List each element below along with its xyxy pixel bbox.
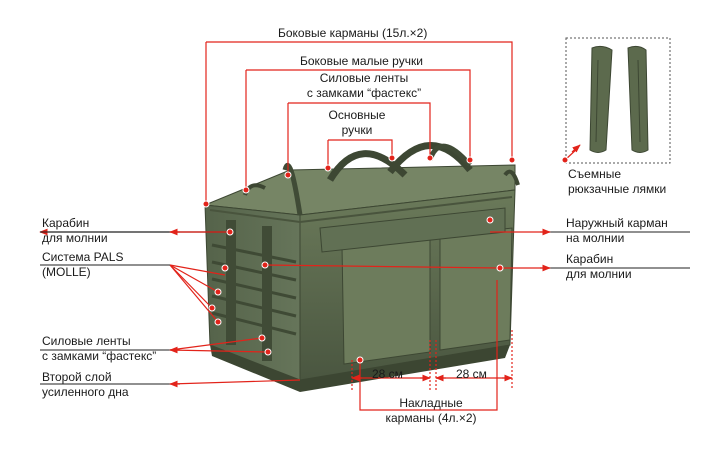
straps-inset-frame bbox=[565, 37, 671, 164]
label-main-handles: Основные ручки bbox=[328, 108, 386, 137]
label-baselines bbox=[40, 231, 690, 385]
label-dimension-right: 28 см bbox=[456, 367, 487, 381]
leader-lines bbox=[39, 41, 579, 411]
arrowheads bbox=[169, 144, 581, 388]
bag-body bbox=[204, 142, 520, 392]
label-outer-zip-pocket: Наружный карман на молнии bbox=[566, 216, 668, 245]
label-side-pockets: Боковые карманы (15л.×2) bbox=[278, 26, 428, 40]
removable-straps-illustration bbox=[589, 45, 649, 153]
label-zipper-carabiner-left: Карабин для молнии bbox=[42, 216, 108, 245]
label-side-small-handles: Боковые малые ручки bbox=[300, 54, 423, 68]
label-power-straps-top: Силовые ленты с замками “фастекс” bbox=[306, 71, 422, 100]
label-zipper-carabiner-right: Карабин для молнии bbox=[566, 252, 632, 281]
label-pals-system: Система PALS (MOLLE) bbox=[42, 250, 124, 279]
label-second-bottom-layer: Второй слой усиленного дна bbox=[42, 370, 129, 399]
label-dimension-left: 28 см bbox=[372, 367, 403, 381]
label-removable-straps: Съемные рюкзачные лямки bbox=[568, 167, 667, 196]
label-patch-pockets: Накладные карманы (4л.×2) bbox=[385, 396, 477, 425]
marker-dots bbox=[202, 154, 569, 364]
label-power-straps-bottom: Силовые ленты с замками “фастекс” bbox=[42, 334, 157, 363]
